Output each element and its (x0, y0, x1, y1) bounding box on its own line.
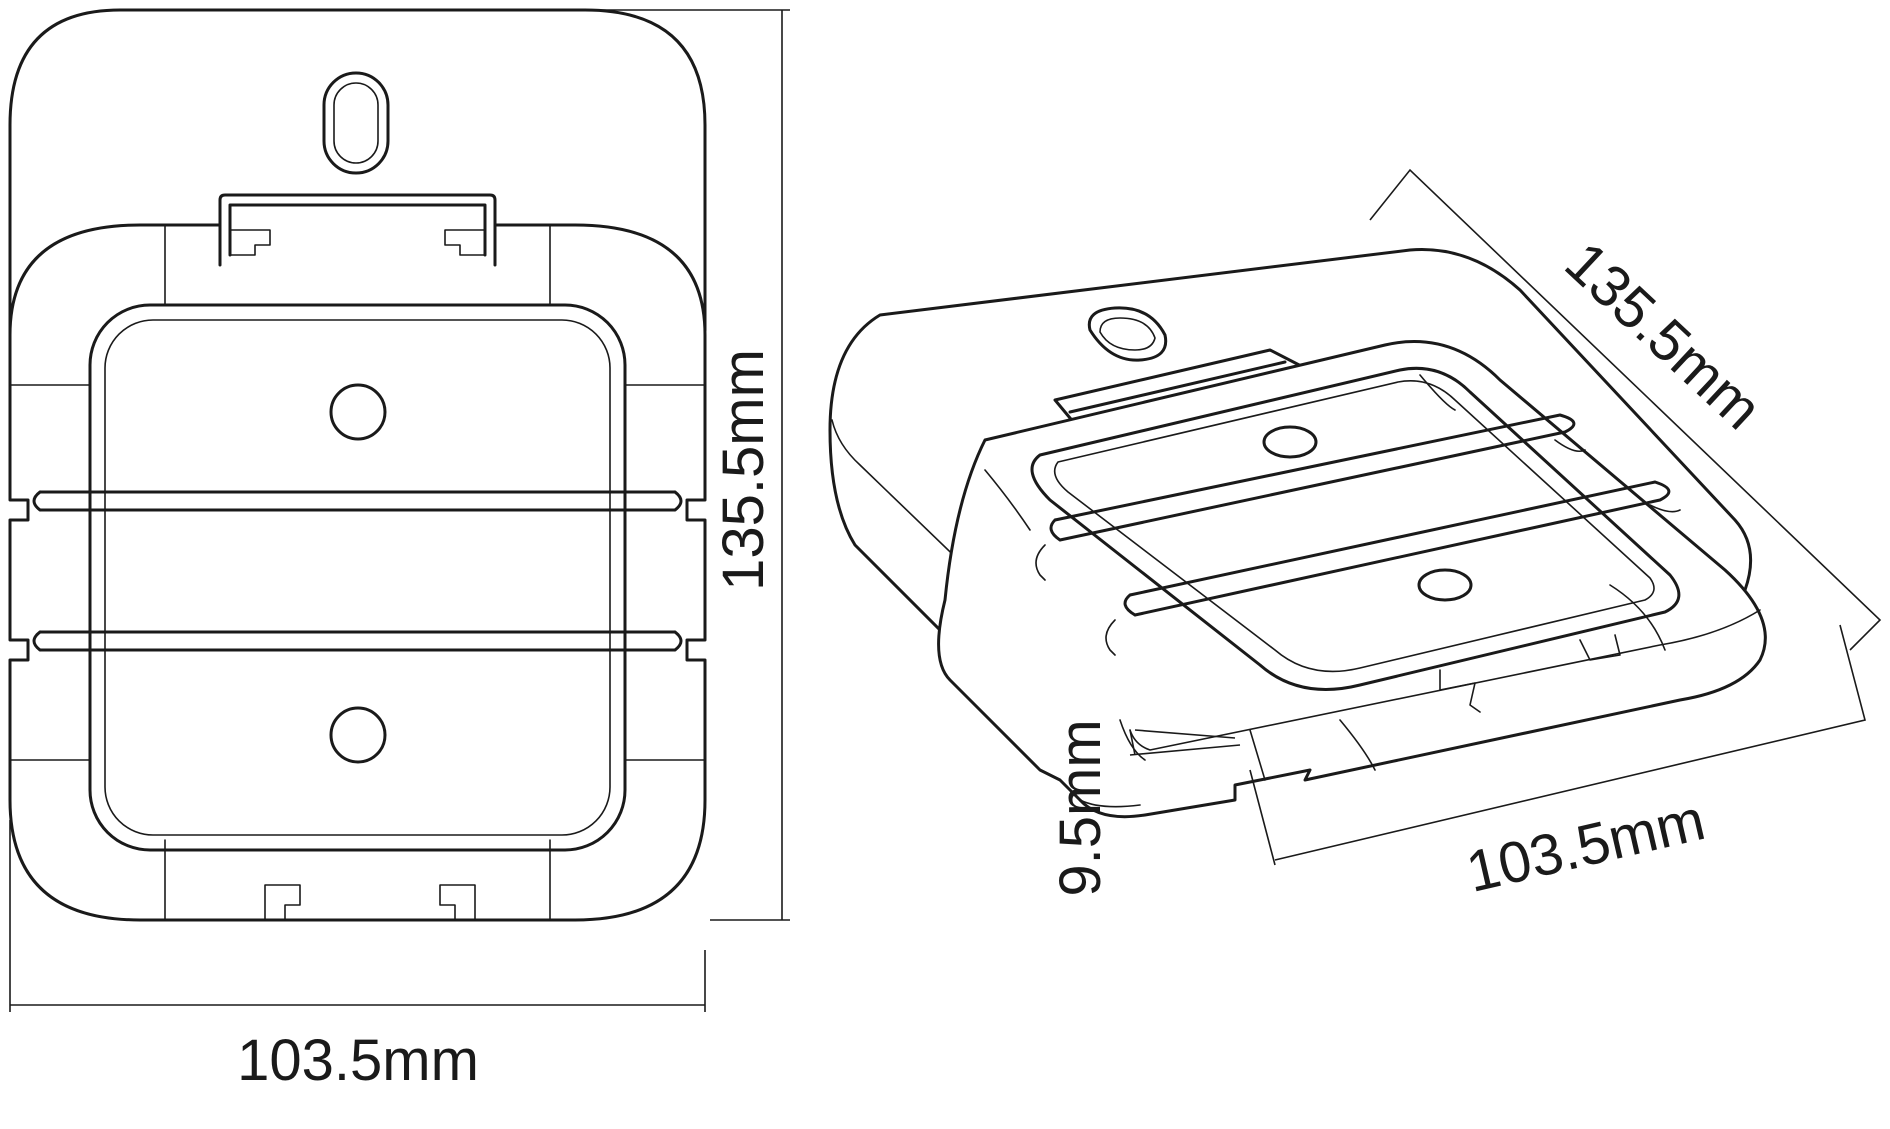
front-mounting-slot (322, 71, 390, 175)
front-hole-bottom (329, 706, 387, 764)
front-height-dim-lines (590, 9, 790, 921)
front-frame-segments (9, 224, 706, 921)
front-view (8, 8, 707, 922)
iso-length-dim-lines (1369, 168, 1882, 651)
iso-mounting-slot-inner (1099, 317, 1156, 351)
front-tray-inner (104, 319, 611, 836)
front-back-plate (8, 8, 707, 472)
front-strap-top (32, 490, 683, 512)
front-dimensions: 103.5mm 135.5mm (9, 9, 790, 1093)
front-height-label: 135.5mm (711, 349, 776, 591)
front-width-label: 103.5mm (237, 1028, 479, 1093)
iso-hole-top (1262, 425, 1318, 459)
iso-frame-edge (1079, 609, 1761, 808)
front-outer-frame (8, 223, 707, 922)
iso-view (828, 248, 1767, 819)
front-width-dim-lines (9, 820, 706, 1012)
iso-thickness-label: 9.5mm (1048, 719, 1113, 896)
front-tray-outer (88, 303, 627, 852)
iso-strap-ends (1035, 439, 1681, 656)
iso-frame (937, 340, 1767, 819)
iso-width-dim-lines (1249, 624, 1866, 866)
iso-back-plate-edge (831, 419, 1001, 601)
iso-strap-top (1049, 413, 1576, 542)
iso-thickness-dim-lines (1129, 729, 1241, 756)
iso-frame-segments (984, 374, 1666, 781)
iso-tray-outer (1030, 366, 1681, 691)
front-mounting-slot-inner (333, 82, 379, 164)
iso-bottom-tabs (1439, 634, 1621, 713)
front-bottom-tabs (264, 884, 476, 921)
iso-mounting-slot (1087, 306, 1168, 362)
iso-tray-inner (1053, 380, 1655, 673)
iso-hole-bottom (1417, 568, 1473, 602)
front-clip-hooks (229, 229, 486, 256)
front-strap-bottom (32, 630, 683, 652)
iso-strap-bottom (1123, 480, 1671, 617)
iso-width-label: 103.5mm (1461, 787, 1711, 905)
front-hole-top (329, 383, 387, 441)
